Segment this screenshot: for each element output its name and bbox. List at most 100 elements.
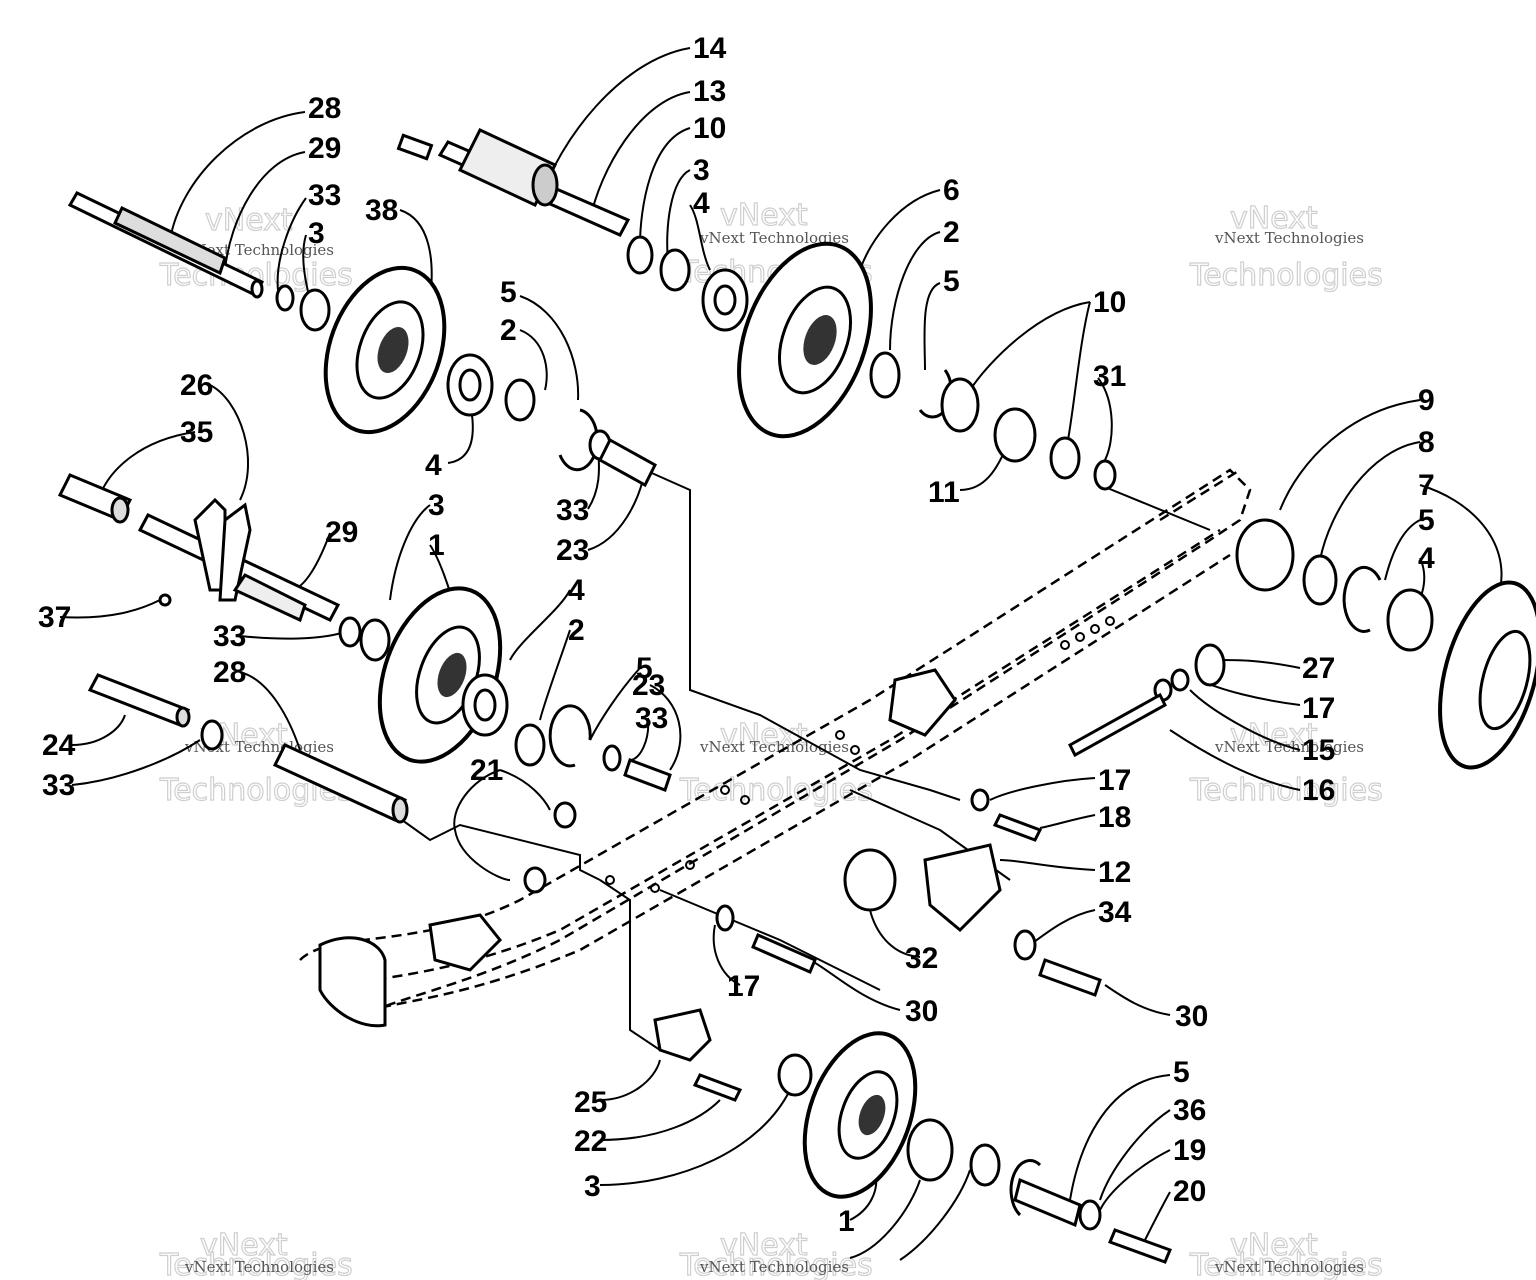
callout-label: 13 xyxy=(693,75,726,108)
callout-label: 18 xyxy=(1098,801,1131,834)
callout-label: 5 xyxy=(636,652,653,685)
callout-label: 5 xyxy=(1173,1056,1190,1089)
watermark: Technologies vNext vNext Technologies xyxy=(678,1227,873,1280)
svg-text:vNext: vNext xyxy=(1230,718,1318,753)
callout-label: 31 xyxy=(1093,360,1126,393)
callout-label: 6 xyxy=(943,174,960,207)
watermark: Technologies vNext vNext Technologies xyxy=(158,1227,353,1280)
callout-label: 10 xyxy=(693,112,726,145)
upper-center-shaft xyxy=(396,128,631,237)
callout-label: 3 xyxy=(693,154,710,187)
callout-label: 28 xyxy=(308,92,341,125)
callout-label: 30 xyxy=(1175,1000,1208,1033)
callout-labels: 14 13 10 3 4 6 2 5 28 29 33 3 38 5 2 10 … xyxy=(38,32,1435,1238)
callout-label: 5 xyxy=(1418,504,1435,537)
svg-text:Technologies: Technologies xyxy=(679,1248,873,1280)
svg-text:vNext: vNext xyxy=(205,203,293,238)
callout-label: 9 xyxy=(1418,384,1435,417)
callout-label: 14 xyxy=(693,32,727,65)
upper-left-shaft xyxy=(67,191,265,299)
svg-text:vNext: vNext xyxy=(720,198,808,233)
svg-text:Technologies: Technologies xyxy=(1189,258,1383,293)
callout-label: 7 xyxy=(1418,469,1435,502)
callout-label: 1 xyxy=(838,1205,855,1238)
callout-label: 3 xyxy=(428,489,445,522)
callout-label: 16 xyxy=(1302,774,1335,807)
callout-label: 33 xyxy=(635,702,668,735)
callout-label: 3 xyxy=(584,1170,601,1203)
svg-text:vNext: vNext xyxy=(720,718,808,753)
callout-label: 33 xyxy=(308,179,341,212)
callout-label: 20 xyxy=(1173,1175,1206,1208)
svg-text:vNext: vNext xyxy=(720,1228,808,1263)
callout-label: 24 xyxy=(42,729,76,762)
left-arm-shaft xyxy=(57,473,341,623)
watermark: Technologies vNext vNext Technologies xyxy=(158,202,353,293)
callout-label: 5 xyxy=(943,265,960,298)
callout-label: 25 xyxy=(574,1086,607,1119)
callout-label: 11 xyxy=(928,476,960,509)
callout-label: 1 xyxy=(428,529,445,562)
callout-label: 29 xyxy=(308,132,341,165)
callout-label: 26 xyxy=(180,369,213,402)
svg-text:Technologies: Technologies xyxy=(1189,773,1383,808)
watermark: Technologies vNext vNext Technologies xyxy=(1188,200,1383,293)
svg-text:vNext: vNext xyxy=(1230,201,1318,236)
watermark: Technologies vNext vNext Technologies xyxy=(678,717,873,808)
callout-label: 29 xyxy=(325,516,358,549)
callout-label: 33 xyxy=(213,620,246,653)
callout-label: 4 xyxy=(568,574,585,607)
svg-text:vNext: vNext xyxy=(1230,1228,1318,1263)
svg-text:Technologies: Technologies xyxy=(159,1248,353,1280)
callout-label: 32 xyxy=(905,942,938,975)
watermark-group: Technologies vNext vNext Technologies Te… xyxy=(158,197,1383,1280)
callout-label: 36 xyxy=(1173,1094,1206,1127)
svg-text:vNext Technologies: vNext Technologies xyxy=(184,1258,334,1276)
callout-label: 21 xyxy=(470,754,503,787)
svg-text:vNext Technologies: vNext Technologies xyxy=(699,229,849,247)
callout-label: 38 xyxy=(365,194,398,227)
callout-label: 23 xyxy=(632,669,665,702)
callout-label: 17 xyxy=(1302,692,1335,725)
callout-label: 23 xyxy=(556,534,589,567)
callout-label: 34 xyxy=(1098,896,1132,929)
callout-label: 37 xyxy=(38,601,71,634)
callout-label: 10 xyxy=(1093,286,1126,319)
svg-text:vNext Technologies: vNext Technologies xyxy=(1214,1258,1364,1276)
svg-text:Technologies: Technologies xyxy=(679,773,873,808)
callout-label: 12 xyxy=(1098,856,1131,889)
svg-text:vNext Technologies: vNext Technologies xyxy=(184,241,334,259)
callout-label: 4 xyxy=(693,187,710,220)
callout-label: 2 xyxy=(500,314,517,347)
callout-label: 2 xyxy=(568,614,585,647)
callout-label: 35 xyxy=(180,416,213,449)
callout-label: 17 xyxy=(727,970,760,1003)
wheel-right xyxy=(1438,580,1536,770)
callout-label: 5 xyxy=(500,276,517,309)
callout-label: 3 xyxy=(308,217,325,250)
svg-text:vNext Technologies: vNext Technologies xyxy=(699,1258,849,1276)
callout-label: 4 xyxy=(425,449,442,482)
callout-label: 33 xyxy=(42,769,75,802)
callout-label: 4 xyxy=(1418,542,1435,575)
callout-label: 28 xyxy=(213,656,246,689)
callout-label: 33 xyxy=(556,494,589,527)
watermark: Technologies vNext vNext Technologies xyxy=(1188,1227,1383,1280)
callout-label: 27 xyxy=(1302,652,1335,685)
callout-label: 30 xyxy=(905,995,938,1028)
svg-text:vNext: vNext xyxy=(200,1228,288,1263)
callout-label: 22 xyxy=(574,1125,607,1158)
callout-label: 19 xyxy=(1173,1134,1206,1167)
wheel-upper-left xyxy=(323,265,447,435)
svg-text:Technologies: Technologies xyxy=(1189,1248,1383,1280)
callout-label: 17 xyxy=(1098,764,1131,797)
watermark: Technologies vNext vNext Technologies xyxy=(1188,717,1383,808)
small-parts xyxy=(200,235,1434,1264)
lower-left-shafts xyxy=(87,673,409,824)
wheel-upper-center xyxy=(737,241,873,439)
wheel-middle-left xyxy=(377,586,503,764)
wheel-bottom xyxy=(802,1031,918,1199)
callout-label: 15 xyxy=(1302,734,1335,767)
slide-rail xyxy=(299,468,1252,1028)
